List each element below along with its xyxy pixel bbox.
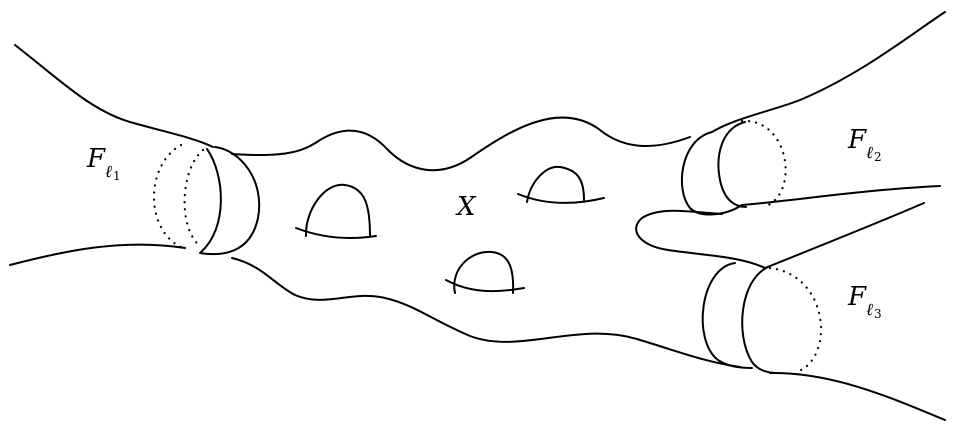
end1-label: F ℓ 1: [86, 144, 121, 183]
end1-cuff-outer: [200, 147, 259, 254]
end2-bottom-outline: [742, 186, 940, 205]
svg-text:ℓ: ℓ: [105, 162, 112, 182]
end3-dotted-arc: [770, 268, 821, 372]
end2-dotted-arc: [742, 121, 786, 207]
svg-text:2: 2: [874, 150, 882, 164]
svg-text:ℓ: ℓ: [866, 143, 873, 163]
end1-top-outline: [15, 45, 213, 147]
body-top-outline: [232, 118, 690, 171]
end2-cuff-front: [718, 122, 746, 207]
end3-cuff-front: [742, 267, 775, 373]
end2-top-outline: [712, 12, 945, 132]
handle-3: [446, 252, 524, 293]
svg-text:F: F: [847, 282, 867, 312]
end3-top-outline: [765, 203, 924, 268]
svg-text:F: F: [86, 144, 106, 174]
end1-far-dotted-arc: [185, 150, 203, 246]
handle-1: [296, 185, 376, 238]
end3-cuff-outer: [703, 263, 752, 368]
end2-label: F ℓ 2: [847, 125, 882, 164]
surface-label: X: [455, 192, 477, 222]
end1-cuff-front: [201, 149, 221, 252]
end1-back-dotted-circle: [154, 145, 181, 247]
svg-text:3: 3: [874, 307, 882, 321]
svg-text:F: F: [847, 125, 867, 155]
svg-text:ℓ: ℓ: [866, 300, 873, 320]
end3-bottom-outline: [770, 373, 945, 420]
end1-bottom-outline: [10, 245, 185, 265]
svg-text:1: 1: [113, 169, 121, 183]
end3-label: F ℓ 3: [847, 282, 882, 321]
crotch-outline: [636, 211, 765, 268]
body-bottom-outline: [232, 258, 740, 367]
handle-2: [518, 167, 604, 203]
